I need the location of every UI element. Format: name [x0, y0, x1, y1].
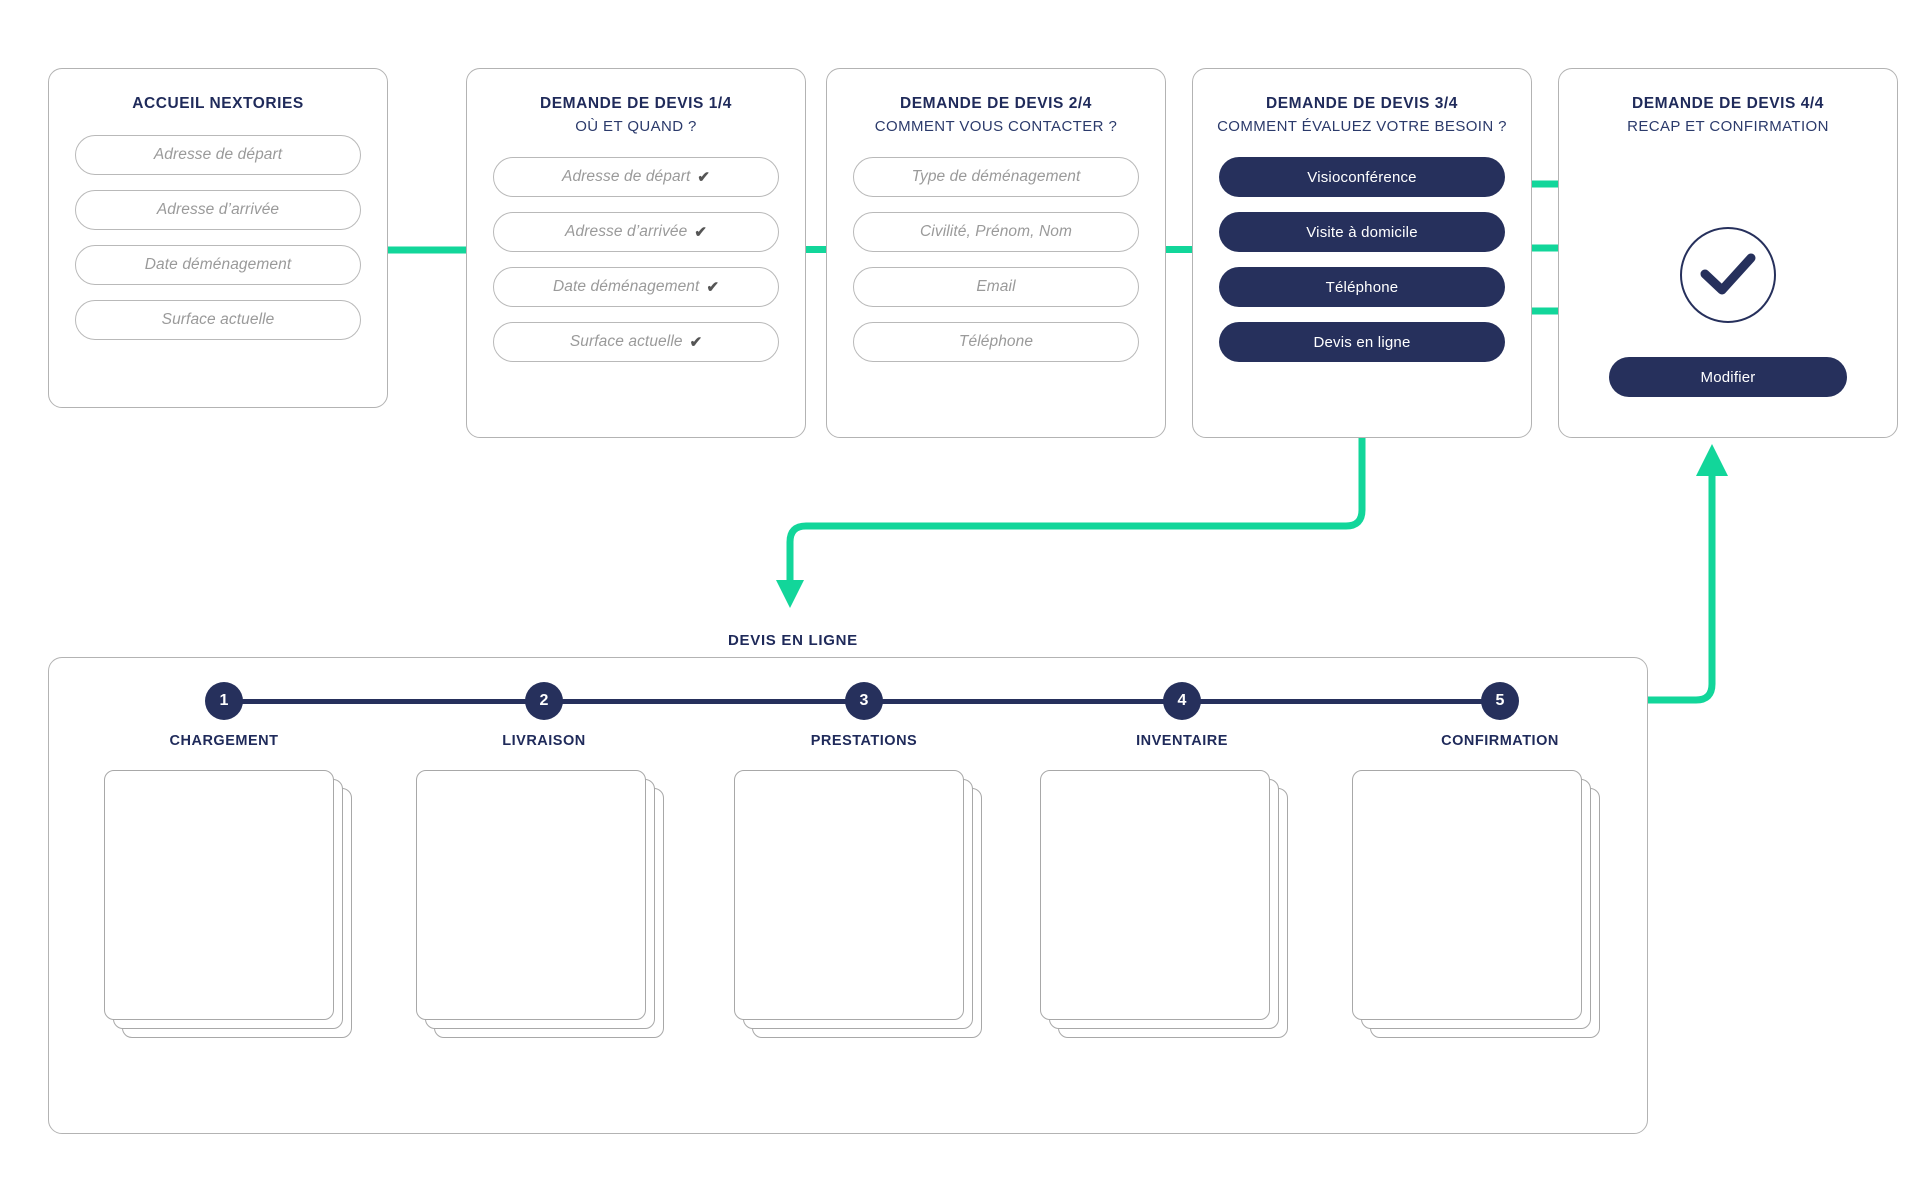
card-title-devis-3-4: DEMANDE DE DEVIS 3/4 — [1266, 95, 1458, 112]
choice-label: Téléphone — [1325, 278, 1399, 296]
field-label: Surface actuelle — [569, 333, 683, 350]
choice-label: Visite à domicile — [1306, 223, 1418, 241]
step-label-livraison: LIVRAISON — [502, 733, 586, 749]
modifier-button-label: Modifier — [1700, 368, 1756, 386]
card-accueil-nextories: ACCUEIL NEXTORIES Adresse de départ Adre… — [48, 68, 388, 408]
field-date-demenagement[interactable]: Date déménagement — [75, 245, 361, 285]
sheet-front — [1352, 770, 1582, 1020]
field-label: Civilité, Prénom, Nom — [920, 223, 1072, 240]
step-label-chargement: CHARGEMENT — [169, 733, 279, 749]
field-date-demenagement[interactable]: Date déménagement ✔ — [493, 267, 779, 307]
card-demande-devis-4-4: DEMANDE DE DEVIS 4/4 RECAP ET CONFIRMATI… — [1558, 68, 1898, 438]
connector-devis2-to-devis3 — [1166, 246, 1200, 254]
card-subtitle-devis-3-4: COMMENT ÉVALUEZ VOTRE BESOIN ? — [1217, 118, 1507, 135]
field-list-devis-1-4: Adresse de départ ✔ Adresse d’arrivée ✔ … — [467, 157, 805, 362]
field-telephone[interactable]: Téléphone — [853, 322, 1139, 362]
field-label: Adresse de départ — [562, 168, 691, 185]
card-title-accueil: ACCUEIL NEXTORIES — [132, 95, 304, 112]
card-demande-devis-1-4: DEMANDE DE DEVIS 1/4 OÙ ET QUAND ? Adres… — [466, 68, 806, 438]
step-label-confirmation: CONFIRMATION — [1441, 733, 1559, 749]
field-email[interactable]: Email — [853, 267, 1139, 307]
card-subtitle-devis-2-4: COMMENT VOUS CONTACTER ? — [874, 118, 1118, 135]
connector-confirmation-to-recap — [1496, 438, 1756, 708]
modifier-button[interactable]: Modifier — [1609, 357, 1847, 397]
sheet-stack-inventaire[interactable] — [1040, 770, 1295, 1045]
card-demande-devis-2-4: DEMANDE DE DEVIS 2/4 COMMENT VOUS CONTAC… — [826, 68, 1166, 438]
field-adresse-depart[interactable]: Adresse de départ — [75, 135, 361, 175]
choice-label: Visioconférence — [1307, 168, 1417, 186]
confirmation-check-icon — [1680, 227, 1776, 323]
field-adresse-arrivee[interactable]: Adresse d’arrivée — [75, 190, 361, 230]
card-title-devis-1-4: DEMANDE DE DEVIS 1/4 — [540, 95, 732, 112]
field-label: Date déménagement — [144, 256, 292, 273]
field-civilite-prenom-nom[interactable]: Civilité, Prénom, Nom — [853, 212, 1139, 252]
field-adresse-arrivee[interactable]: Adresse d’arrivée ✔ — [493, 212, 779, 252]
card-title-devis-4-4: DEMANDE DE DEVIS 4/4 — [1632, 95, 1824, 112]
step-node-5[interactable]: 5 — [1481, 682, 1519, 720]
step-label-prestations: PRESTATIONS — [810, 733, 918, 749]
choice-telephone[interactable]: Téléphone — [1219, 267, 1505, 307]
sheet-front — [416, 770, 646, 1020]
connector-devis-en-ligne-to-stepper — [770, 380, 1390, 620]
card-subtitle-devis-1-4: OÙ ET QUAND ? — [575, 118, 697, 135]
card-title-devis-2-4: DEMANDE DE DEVIS 2/4 — [900, 95, 1092, 112]
step-node-4[interactable]: 4 — [1163, 682, 1201, 720]
sheet-stack-prestations[interactable] — [734, 770, 989, 1045]
choice-visite-a-domicile[interactable]: Visite à domicile — [1219, 212, 1505, 252]
field-surface-actuelle[interactable]: Surface actuelle — [75, 300, 361, 340]
field-adresse-depart[interactable]: Adresse de départ ✔ — [493, 157, 779, 197]
step-node-1[interactable]: 1 — [205, 682, 243, 720]
check-icon: ✔ — [697, 169, 710, 186]
sheet-stack-livraison[interactable] — [416, 770, 671, 1045]
sheet-front — [1040, 770, 1270, 1020]
step-number: 4 — [1177, 692, 1187, 709]
field-label: Adresse de départ — [153, 146, 283, 163]
sheet-stack-chargement[interactable] — [104, 770, 359, 1045]
choice-label: Devis en ligne — [1313, 333, 1411, 351]
field-label: Surface actuelle — [161, 311, 275, 328]
sheet-front — [104, 770, 334, 1020]
check-icon: ✔ — [689, 334, 703, 351]
sheet-front — [734, 770, 964, 1020]
check-icon: ✔ — [694, 224, 707, 241]
devis-en-ligne-section-label: DEVIS EN LIGNE — [728, 632, 858, 649]
field-label: Adresse d’arrivée — [156, 201, 280, 218]
choice-visioconference[interactable]: Visioconférence — [1219, 157, 1505, 197]
sheet-stack-confirmation[interactable] — [1352, 770, 1607, 1045]
field-label: Date déménagement — [552, 278, 700, 295]
step-number: 3 — [859, 692, 869, 709]
choice-devis-en-ligne[interactable]: Devis en ligne — [1219, 322, 1505, 362]
field-label: Email — [976, 278, 1016, 295]
field-list-devis-2-4: Type de déménagement Civilité, Prénom, N… — [827, 157, 1165, 362]
connector-devis1-to-devis2 — [806, 246, 840, 254]
step-number: 5 — [1495, 692, 1505, 709]
field-type-demenagement[interactable]: Type de déménagement — [853, 157, 1139, 197]
field-label: Type de déménagement — [911, 168, 1081, 185]
step-label-inventaire: INVENTAIRE — [1136, 733, 1228, 749]
step-node-3[interactable]: 3 — [845, 682, 883, 720]
field-label: Adresse d’arrivée — [565, 223, 688, 240]
step-number: 2 — [539, 692, 549, 709]
step-number: 1 — [219, 692, 229, 709]
field-surface-actuelle[interactable]: Surface actuelle ✔ — [493, 322, 779, 362]
card-subtitle-devis-4-4: RECAP ET CONFIRMATION — [1627, 118, 1829, 135]
choice-list-devis-3-4: Visioconférence Visite à domicile Téléph… — [1193, 157, 1531, 362]
step-node-2[interactable]: 2 — [525, 682, 563, 720]
field-list-accueil: Adresse de départ Adresse d’arrivée Date… — [49, 135, 387, 340]
field-label: Téléphone — [958, 333, 1034, 350]
card-demande-devis-3-4: DEMANDE DE DEVIS 3/4 COMMENT ÉVALUEZ VOT… — [1192, 68, 1532, 438]
check-icon: ✔ — [706, 279, 720, 296]
